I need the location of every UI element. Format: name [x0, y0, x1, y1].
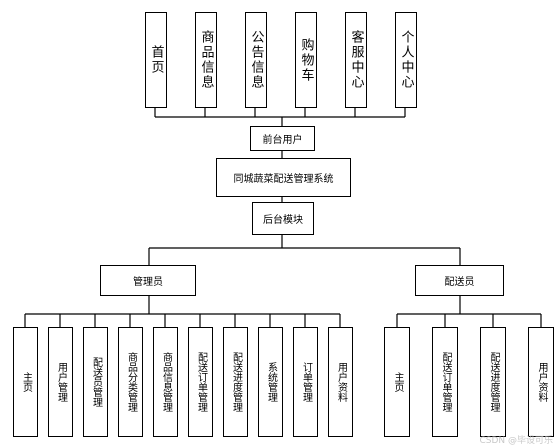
front-module-service: 客服中心 [345, 12, 367, 108]
node-label: 主页 [20, 372, 32, 392]
node-label: 用户管理 [55, 362, 67, 402]
admin-module-system: 系统管理 [258, 327, 283, 437]
front-module-announcements: 公告信息 [245, 12, 267, 108]
front-module-home: 首页 [145, 12, 167, 108]
admin-module-user-profile: 用户资料 [328, 327, 353, 437]
front-user-label: 前台用户 [262, 135, 303, 146]
node-label: 配送员管理 [90, 357, 102, 407]
admin-module-home: 主页 [13, 327, 38, 437]
admin-module-users: 用户管理 [48, 327, 73, 437]
node-label: 商品分类管理 [125, 352, 137, 412]
front-user-node: 前台用户 [250, 126, 315, 151]
backend-label: 后台模块 [263, 215, 303, 226]
front-module-profile: 个人中心 [395, 12, 417, 108]
admin-node: 管理员 [100, 265, 196, 296]
front-module-cart: 购物车 [295, 12, 317, 108]
node-label: 商品信息 [198, 30, 214, 90]
node-label: 用户资料 [536, 362, 547, 402]
node-label: 配送进度管理 [230, 352, 242, 412]
courier-module-user-profile: 用户资料 [528, 327, 554, 437]
admin-module-delivery-orders: 配送订单管理 [188, 327, 213, 437]
system-label: 同城蔬菜配送管理系统 [233, 174, 334, 185]
courier-module-home: 主页 [384, 327, 410, 437]
node-label: 用户资料 [335, 362, 347, 402]
admin-module-orders: 订单管理 [293, 327, 318, 437]
node-label: 个人中心 [398, 30, 414, 90]
front-module-products: 商品信息 [195, 12, 217, 108]
node-label: 客服中心 [348, 30, 364, 90]
backend-node: 后台模块 [252, 202, 314, 235]
admin-module-couriers: 配送员管理 [83, 327, 108, 437]
node-label: 系统管理 [265, 362, 277, 402]
node-label: 首页 [148, 45, 164, 75]
node-label: 主页 [392, 372, 403, 392]
admin-module-products: 商品信息管理 [153, 327, 178, 437]
admin-module-delivery-progress: 配送进度管理 [223, 327, 248, 437]
node-label: 公告信息 [248, 30, 264, 90]
node-label: 配送订单管理 [195, 352, 207, 412]
node-label: 订单管理 [300, 362, 312, 402]
admin-module-categories: 商品分类管理 [118, 327, 143, 437]
watermark: CSDN @毕设可乐 [479, 436, 553, 446]
node-label: 配送订单管理 [440, 352, 451, 412]
system-node: 同城蔬菜配送管理系统 [216, 158, 351, 197]
courier-module-delivery-progress: 配送进度管理 [480, 327, 506, 437]
node-label: 商品信息管理 [160, 352, 172, 412]
courier-label: 配送员 [444, 277, 475, 288]
node-label: 购物车 [298, 37, 314, 83]
admin-label: 管理员 [133, 277, 163, 288]
courier-module-delivery-orders: 配送订单管理 [432, 327, 458, 437]
courier-node: 配送员 [415, 265, 504, 296]
node-label: 配送进度管理 [488, 352, 499, 412]
